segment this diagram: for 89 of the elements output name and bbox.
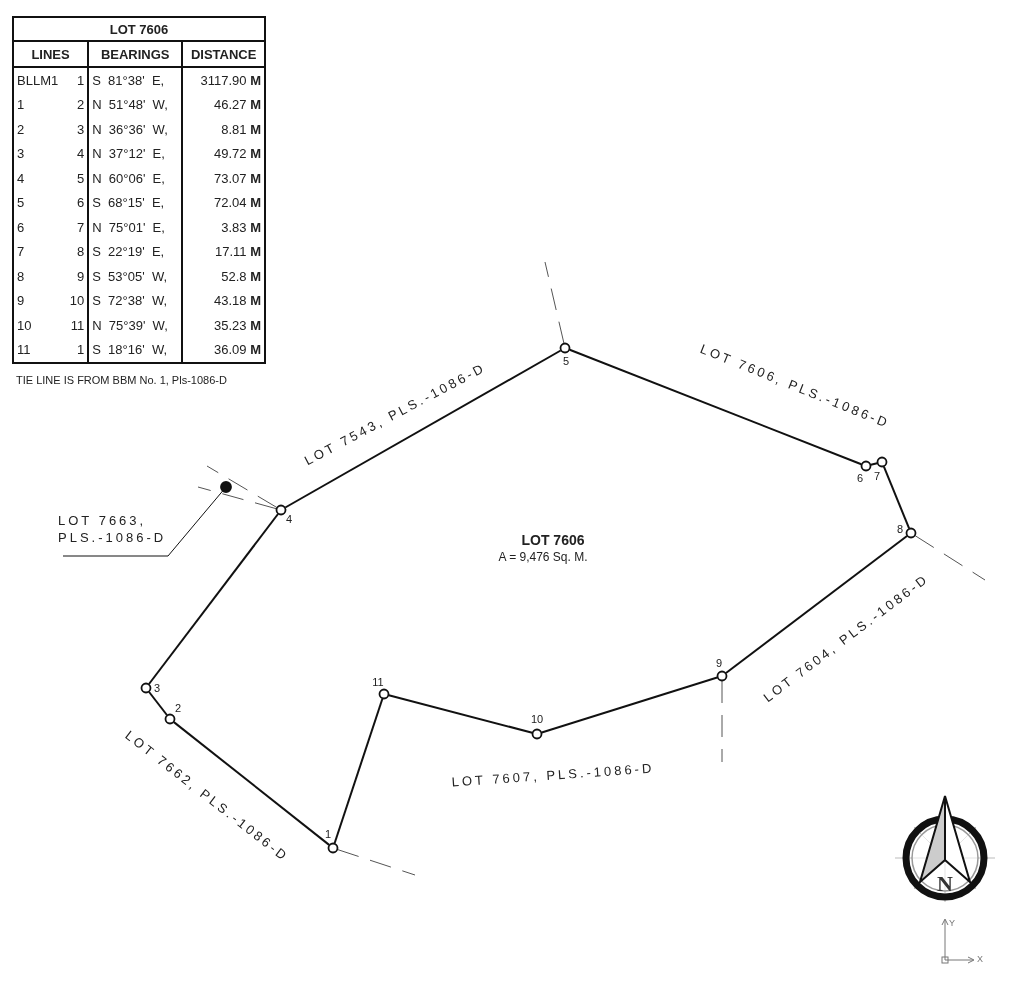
axis-label: Y (949, 918, 955, 928)
table-cell: 46.27 M (182, 92, 265, 117)
boundary-line (869, 462, 879, 466)
table-cell: N 75°01' E, (88, 215, 183, 240)
table-cell: N 60°06' E, (88, 166, 183, 191)
boundary-line (148, 691, 168, 716)
table-cell: 2 (13, 117, 64, 142)
column-header: LINES (13, 41, 89, 67)
boundary-line (882, 465, 911, 530)
table-cell: N 51°48' W, (88, 92, 183, 117)
table-cell: 6 (13, 215, 64, 240)
corner-number: 1 (324, 828, 332, 840)
table-cell: 8 (64, 239, 89, 264)
table-cell: 10 (64, 288, 89, 313)
table-cell: 11 (64, 313, 89, 338)
boundary-line (148, 513, 279, 685)
table-cell: 6 (64, 190, 89, 215)
column-header: BEARINGS (88, 41, 183, 67)
table-title: LOT 7606 (13, 17, 265, 41)
boundary-line (172, 721, 331, 846)
boundary-line (725, 535, 908, 674)
boundary-line (284, 349, 562, 509)
boundary-line (540, 676, 719, 734)
table-cell: 1 (13, 92, 64, 117)
table-cell: 7 (13, 239, 64, 264)
corner-number: 2 (174, 702, 182, 714)
adjacent-lot-label: LOT 7607, PLS.-1086-D (451, 760, 655, 790)
table-cell: 9 (13, 288, 64, 313)
adjacent-boundary-line (544, 261, 565, 344)
axis-label: X (977, 954, 983, 964)
table-cell: 3 (13, 141, 64, 166)
table-cell: N 75°39' W, (88, 313, 183, 338)
table-cell: 72.04 M (182, 190, 265, 215)
corner-number: 6 (856, 472, 864, 484)
table-cell: 3117.90 M (182, 67, 265, 93)
corner-number: 11 (372, 676, 384, 688)
lot-title: LOT 7606 (521, 532, 585, 548)
corner-number: 10 (530, 713, 544, 725)
table-cell: 9 (64, 264, 89, 289)
north-label: N (937, 871, 953, 897)
corner-number: 9 (715, 657, 723, 669)
table-cell: 11 (13, 337, 64, 363)
leader-line (62, 490, 224, 557)
adjacent-boundary-line (337, 849, 416, 876)
table-cell: 2 (64, 92, 89, 117)
table-cell: S 53°05' W, (88, 264, 183, 289)
adjacent-boundary-line (721, 680, 723, 763)
lot-label: LOT 7663, PLS.-1086-D (58, 512, 168, 546)
boundary-line (333, 697, 384, 845)
table-cell: 10 (13, 313, 64, 338)
table-cell: BLLM1 (13, 67, 64, 93)
table-cell: 1 (64, 337, 89, 363)
table-cell: 8.81 M (182, 117, 265, 142)
table-cell: 8 (13, 264, 64, 289)
table-cell: 3.83 M (182, 215, 265, 240)
table-cell: 35.23 M (182, 313, 265, 338)
boundary-line (387, 694, 534, 734)
corner-number: 7 (873, 470, 881, 482)
table-cell: 7 (64, 215, 89, 240)
area-label: A = 9,476 Sq. M. (498, 550, 588, 564)
adjacent-boundary-line (197, 486, 277, 510)
table-cell: 4 (64, 141, 89, 166)
table-cell: 52.8 M (182, 264, 265, 289)
corner-number: 4 (285, 513, 293, 525)
adjacent-boundary-line (914, 535, 986, 581)
table-cell: S 68°15' E, (88, 190, 183, 215)
boundary-line (568, 348, 863, 466)
corner-number: 8 (896, 523, 904, 535)
table-cell: N 37°12' E, (88, 141, 183, 166)
table-cell: S 22°19' E, (88, 239, 183, 264)
table-cell: 36.09 M (182, 337, 265, 363)
table-cell: 4 (13, 166, 64, 191)
corner-number: 3 (153, 682, 161, 694)
column-header: DISTANCE (182, 41, 265, 67)
table-cell: 49.72 M (182, 141, 265, 166)
table-cell: S 72°38' W, (88, 288, 183, 313)
table-cell: 5 (64, 166, 89, 191)
table-cell: S 81°38' E, (88, 67, 183, 93)
table-cell: 43.18 M (182, 288, 265, 313)
adjacent-boundary-line (206, 465, 278, 508)
table-cell: 3 (64, 117, 89, 142)
table-cell: N 36°36' W, (88, 117, 183, 142)
table-cell: 73.07 M (182, 166, 265, 191)
table-cell: 5 (13, 190, 64, 215)
corner-number: 5 (562, 355, 570, 367)
table-note: TIE LINE IS FROM BBM No. 1, Pls-1086-D (16, 374, 227, 386)
table-cell: 17.11 M (182, 239, 265, 264)
table-cell: S 18°16' W, (88, 337, 183, 363)
table-cell: 1 (64, 67, 89, 93)
